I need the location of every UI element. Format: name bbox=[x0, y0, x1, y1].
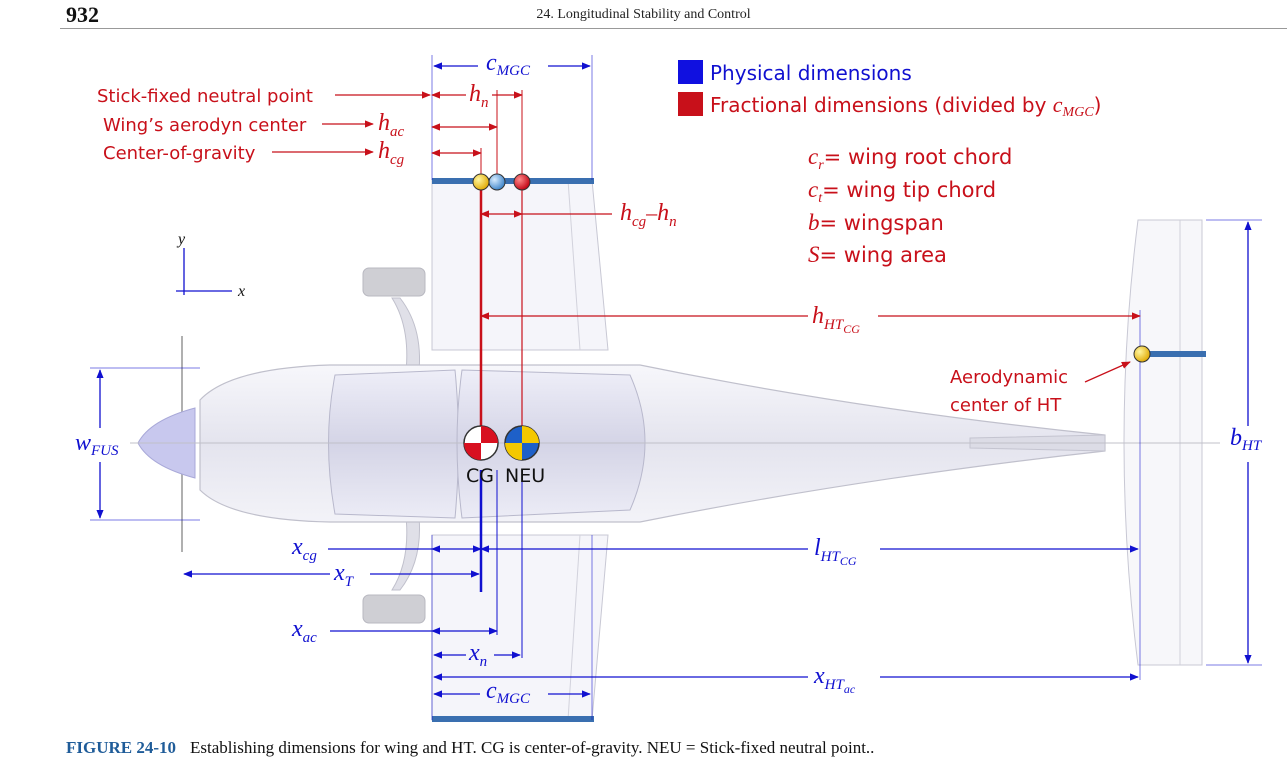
definitions-list: cr= wing root chord ct= wing tip chord b… bbox=[808, 144, 1012, 267]
dim-h-ac: hac bbox=[378, 110, 405, 140]
page-number: 932 bbox=[66, 2, 99, 27]
dim-l-ht-cg: lHTCG bbox=[814, 535, 857, 568]
dim-c-mgc-bottom: cMGC bbox=[486, 678, 531, 707]
cg-marker-icon bbox=[463, 425, 499, 461]
neu-marker-icon bbox=[504, 425, 540, 461]
dim-x-n: xn bbox=[468, 640, 487, 670]
dim-h-n: hn bbox=[469, 81, 489, 111]
ac-ball bbox=[488, 173, 506, 191]
dim-x-ac: xac bbox=[291, 616, 317, 646]
definition-tip-chord: ct= wing tip chord bbox=[808, 177, 996, 206]
airplane-drawing bbox=[130, 179, 1220, 721]
figure-caption: FIGURE 24-10 Establishing dimensions for … bbox=[66, 738, 874, 758]
cg-ball bbox=[472, 173, 490, 191]
label-neutral-point: Stick-fixed neutral point bbox=[97, 86, 313, 107]
ht-ac-note-line2: center of HT bbox=[950, 395, 1062, 416]
legend-fractional-label: Fractional dimensions (divided by cMGC) bbox=[710, 92, 1101, 120]
dim-w-fus: wFUS bbox=[75, 430, 119, 459]
neu-marker-label: NEU bbox=[505, 465, 545, 487]
dim-h-ht-cg: hHTCG bbox=[812, 303, 860, 336]
dim-h-cg-minus-h-n: hcg–hn bbox=[620, 200, 677, 230]
wing-mgc-bar-top bbox=[432, 178, 594, 184]
legend-physical-swatch bbox=[678, 60, 703, 84]
legend: Physical dimensions Fractional dimension… bbox=[678, 60, 1101, 120]
running-head: 24. Longitudinal Stability and Control bbox=[536, 7, 751, 22]
ht-ac-ball bbox=[1133, 345, 1151, 363]
physical-dimensions bbox=[96, 62, 1252, 698]
dim-b-ht: bHT bbox=[1230, 425, 1263, 454]
cg-marker-label: CG bbox=[466, 465, 494, 487]
legend-fractional-swatch bbox=[678, 92, 703, 116]
dim-x-cg: xcg bbox=[291, 534, 317, 564]
wing-mgc-bar-bottom bbox=[432, 716, 594, 722]
ht-ac-note-line1: Aerodynamic bbox=[950, 367, 1068, 388]
axis-y-label: y bbox=[176, 231, 186, 248]
fractional-dimensions bbox=[272, 91, 1141, 383]
neutral-point-ball bbox=[513, 173, 531, 191]
dim-h-cg: hcg bbox=[378, 138, 405, 168]
definition-wingspan: b= wingspan bbox=[808, 210, 944, 235]
label-aero-center: Wing’s aerodyn center bbox=[103, 115, 307, 136]
dim-x-t: xT bbox=[333, 560, 355, 590]
label-center-of-gravity: Center-of-gravity bbox=[103, 143, 256, 164]
figure-caption-text: Establishing dimensions for wing and HT.… bbox=[190, 738, 875, 757]
axis-indicator: y x bbox=[176, 231, 245, 300]
header-rule bbox=[60, 28, 1287, 29]
dim-c-mgc-top: cMGC bbox=[486, 50, 531, 79]
figure-label: FIGURE 24-10 bbox=[66, 738, 177, 757]
definition-root-chord: cr= wing root chord bbox=[808, 144, 1012, 173]
definition-wing-area: S= wing area bbox=[808, 242, 947, 267]
axis-x-label: x bbox=[237, 283, 245, 300]
ht-mgc-bar bbox=[1138, 351, 1206, 357]
dim-x-ht-ac: xHTac bbox=[813, 663, 856, 696]
legend-physical-label: Physical dimensions bbox=[710, 61, 912, 85]
figure-diagram: y x CG NEU Physical dimensions Fractiona… bbox=[75, 50, 1263, 722]
